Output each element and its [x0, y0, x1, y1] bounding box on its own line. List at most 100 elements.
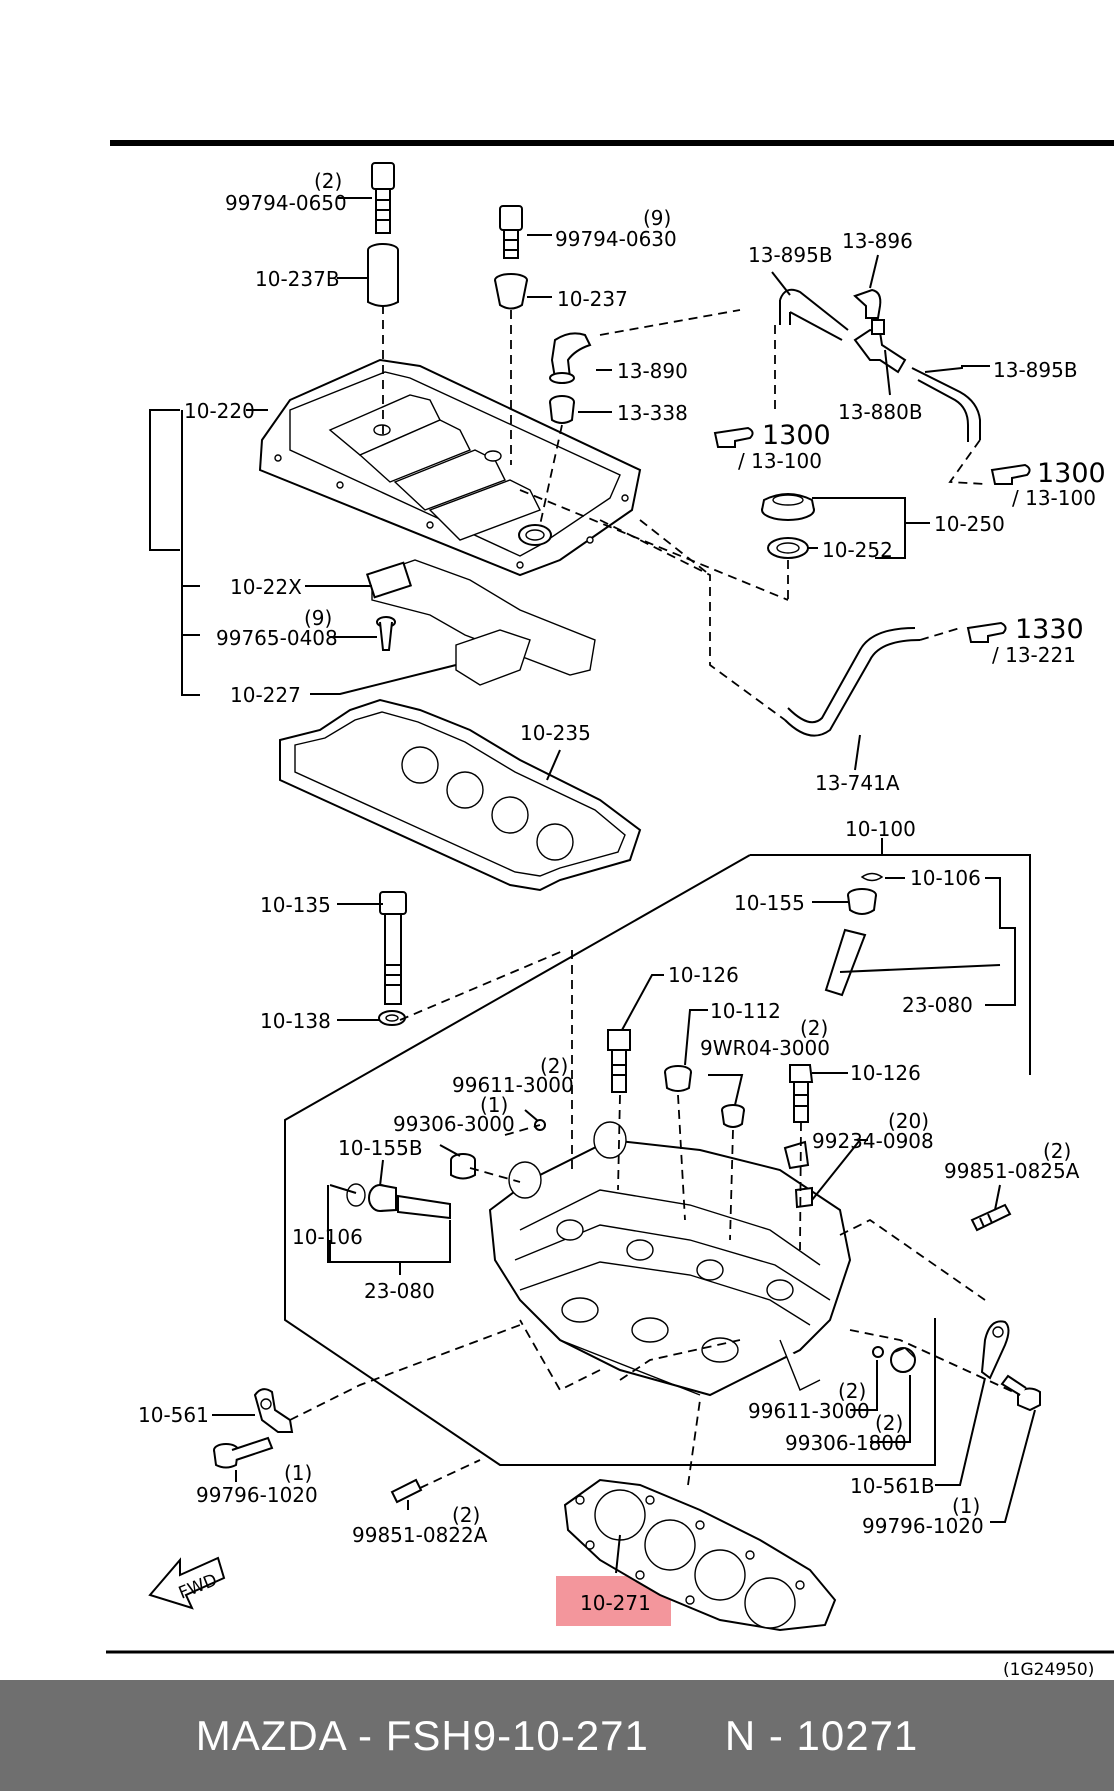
- sleeve-10-237b[interactable]: [367, 243, 399, 307]
- valve-seal-10-155b[interactable]: [368, 1184, 397, 1212]
- bolt-99796-1020-right[interactable]: [1000, 1374, 1041, 1412]
- label-qty: (2): [800, 1016, 828, 1040]
- label-99765-0408: 99765-0408: [216, 626, 338, 650]
- footer-bar: MAZDA - FSH9-10-271 N - 10271: [0, 1680, 1114, 1791]
- label-qty: (2): [540, 1054, 568, 1078]
- plug-10-112[interactable]: [664, 1065, 692, 1092]
- label-13-890: 13-890: [617, 359, 688, 383]
- label-13-741a: 13-741A: [815, 771, 900, 795]
- label-qty: (2): [875, 1411, 903, 1435]
- label-10-227: 10-227: [230, 683, 301, 707]
- cylinder-head-10-100[interactable]: [488, 1121, 852, 1397]
- leader-lines: [149, 197, 1036, 1574]
- clip-10-106-top[interactable]: [860, 872, 884, 882]
- label-qty: (2): [1043, 1139, 1071, 1163]
- screw-99765-0408[interactable]: [376, 616, 396, 651]
- label-99306-1800: 99306-1800: [785, 1431, 907, 1455]
- label-23-080-right: 23-080: [902, 993, 973, 1017]
- plate-10-227[interactable]: [455, 629, 531, 686]
- label-ref-1300-a: 1300: [762, 420, 831, 451]
- label-99796-1020-left: 99796-1020: [196, 1483, 318, 1507]
- grommet-13-338[interactable]: [549, 395, 575, 424]
- bolt-99794-0630[interactable]: [499, 205, 523, 259]
- hose-fitting-13-896[interactable]: [853, 288, 882, 319]
- label-99306-3000: 99306-3000: [393, 1112, 515, 1136]
- valve-guide-23-080-left[interactable]: [397, 1194, 451, 1220]
- bolt-10-126-top[interactable]: [607, 1029, 631, 1093]
- label-99611-3000-top: 99611-3000: [452, 1073, 574, 1097]
- label-99611-3000-bottom: 99611-3000: [748, 1399, 870, 1423]
- plug-99306-1800[interactable]: [890, 1347, 916, 1373]
- label-99794-0630: 99794-0630: [555, 227, 677, 251]
- label-10-220: 10-220: [184, 399, 255, 423]
- bolt-10-126-mid[interactable]: [789, 1064, 814, 1123]
- stud-99851-0825a[interactable]: [970, 1203, 1012, 1232]
- label-10-235: 10-235: [520, 721, 591, 745]
- label-10-237b: 10-237B: [255, 267, 340, 291]
- label-10-126-top: 10-126: [668, 963, 739, 987]
- head-gasket-10-271[interactable]: [563, 1478, 837, 1632]
- pcv-hose-13-741a[interactable]: [784, 627, 921, 737]
- label-10-100: 10-100: [845, 817, 916, 841]
- label-13-895b-right: 13-895B: [993, 358, 1078, 382]
- reference-hand-icon: [713, 426, 1031, 643]
- bolt-99796-1020-left[interactable]: [213, 1436, 274, 1469]
- label-ref-1300-b: 1300: [1037, 458, 1106, 489]
- sleeve-10-237[interactable]: [494, 273, 528, 310]
- label-ref-13-100-a: / 13-100: [738, 449, 822, 473]
- label-10-126-mid: 10-126: [850, 1061, 921, 1085]
- ball-99611-3000-bottom[interactable]: [872, 1346, 884, 1358]
- figure-code: (1G24950): [1003, 1660, 1094, 1680]
- cylinder-head-cover-10-220[interactable]: [258, 358, 642, 577]
- label-10-106-left: 10-106: [292, 1225, 363, 1249]
- label-qty: (1): [480, 1093, 508, 1117]
- footer-part-number: MAZDA - FSH9-10-271 N - 10271: [195, 1712, 919, 1759]
- label-qty: (2): [314, 169, 342, 193]
- hose-13-895b-top[interactable]: [779, 288, 849, 341]
- label-qty: (1): [284, 1461, 312, 1485]
- label-qty: (9): [643, 206, 671, 230]
- label-10-138: 10-138: [260, 1009, 331, 1033]
- washer-10-138[interactable]: [378, 1010, 406, 1026]
- label-10-561b: 10-561B: [850, 1474, 935, 1498]
- gasket-10-252[interactable]: [767, 537, 809, 559]
- bracket-10-561b[interactable]: [980, 1320, 1010, 1380]
- label-99851-0822a: 99851-0822A: [352, 1523, 488, 1547]
- label-10-252: 10-252: [822, 538, 893, 562]
- plug-9wr04-3000[interactable]: [721, 1104, 745, 1128]
- head-cover-gasket-10-235[interactable]: [279, 698, 642, 892]
- valve-guide-23-080-right[interactable]: [824, 928, 867, 997]
- label-9wr04-3000: 9WR04-3000: [700, 1036, 830, 1060]
- label-10-22x: 10-22X: [230, 575, 302, 599]
- label-10-112: 10-112: [710, 999, 781, 1023]
- bolt-99794-0650[interactable]: [371, 162, 395, 234]
- label-13-895b-top: 13-895B: [748, 243, 833, 267]
- tee-fitting-13-880b[interactable]: [853, 319, 907, 374]
- part-labels: (2) 99794-0650 (9) 99794-0630 10-237B 10…: [138, 169, 1106, 1680]
- label-qty: (2): [452, 1503, 480, 1527]
- label-ref-13-100-b: / 13-100: [1012, 486, 1096, 510]
- label-qty: (20): [888, 1109, 929, 1133]
- label-99794-0650: 99794-0650: [225, 191, 347, 215]
- label-99234-0908: 99234-0908: [812, 1129, 934, 1153]
- exploded-parts-diagram: FWD: [106, 140, 1114, 1680]
- label-10-237: 10-237: [557, 287, 628, 311]
- label-ref-13-221: / 13-221: [992, 643, 1076, 667]
- oil-filler-cap-10-250[interactable]: [761, 493, 815, 521]
- valve-seal-10-155[interactable]: [847, 888, 877, 915]
- label-13-896: 13-896: [842, 229, 913, 253]
- bracket-10-561[interactable]: [253, 1388, 294, 1433]
- label-13-338: 13-338: [617, 401, 688, 425]
- pcv-valve-13-890[interactable]: [549, 332, 592, 384]
- label-99851-0825a: 99851-0825A: [944, 1159, 1080, 1183]
- hose-13-895b-right[interactable]: [911, 367, 981, 442]
- label-10-135: 10-135: [260, 893, 331, 917]
- label-10-155b: 10-155B: [338, 1136, 423, 1160]
- clip-10-106-left[interactable]: [346, 1183, 366, 1207]
- label-10-106-top: 10-106: [910, 866, 981, 890]
- fwd-arrow-icon: [148, 1556, 226, 1610]
- bolt-10-135[interactable]: [379, 891, 407, 1005]
- label-qty: (1): [952, 1494, 980, 1518]
- stud-99851-0822a[interactable]: [390, 1478, 423, 1504]
- plug-99306-3000[interactable]: [450, 1153, 476, 1180]
